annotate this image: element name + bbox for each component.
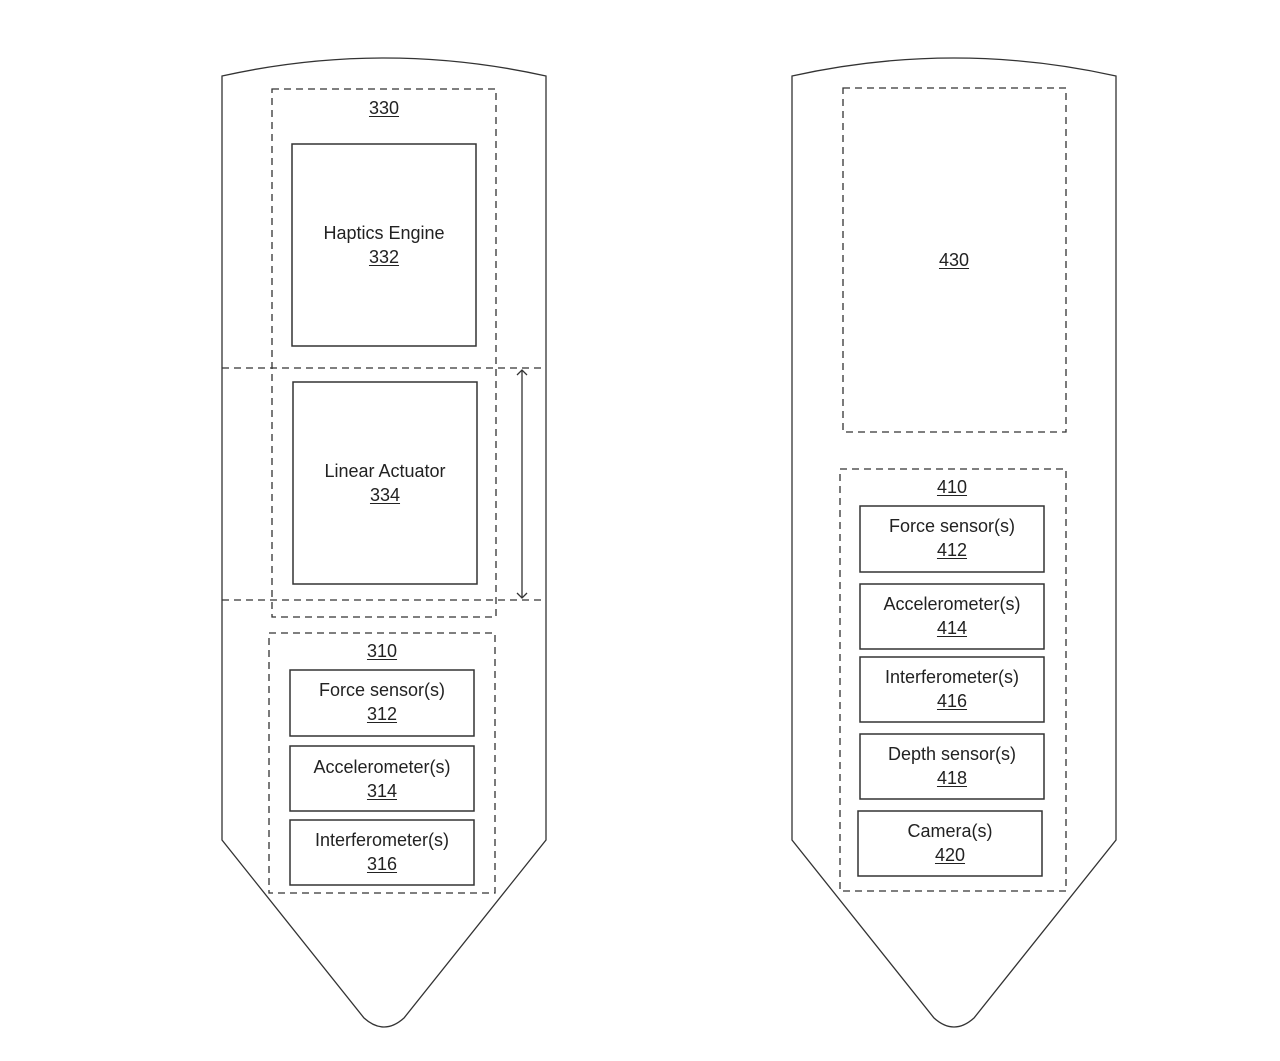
module-330-label: 330 [369,96,399,120]
haptics-engine-label: Haptics Engine 332 [323,221,444,269]
device-b-outline [791,57,1117,1028]
interferometer-316-ref: 316 [366,854,398,874]
accelerometer-414-ref: 414 [936,618,968,638]
interferometer-416-label: Interferometer(s) 416 [885,665,1019,713]
module-430-ref: 430 [938,250,970,270]
haptics-engine-box [291,143,477,347]
interferometer-416-ref: 416 [936,691,968,711]
accelerometer-314-name: Accelerometer(s) [313,757,451,777]
linear-actuator-label: Linear Actuator 334 [324,459,445,507]
sensor-group-410-ref: 410 [936,477,968,497]
interferometer-316-box [289,819,475,886]
force-sensor-412-box [859,505,1045,573]
interferometer-416-name: Interferometer(s) [884,667,1020,687]
device-a-outline [221,57,547,1028]
haptics-engine-name: Haptics Engine [323,223,445,243]
depth-sensor-418-ref: 418 [936,768,968,788]
accelerometer-414-name: Accelerometer(s) [883,594,1021,614]
camera-420-ref: 420 [934,845,966,865]
interferometer-316-label: Interferometer(s) 316 [315,828,449,876]
module-430-region [842,87,1067,433]
module-330-region [271,88,497,618]
sensor-group-410-region [839,468,1067,892]
depth-sensor-418-box [859,733,1045,800]
depth-sensor-418-label: Depth sensor(s) 418 [888,742,1016,790]
interferometer-316-name: Interferometer(s) [314,830,450,850]
accelerometer-414-label: Accelerometer(s) 414 [883,592,1020,640]
sensor-group-310-ref: 310 [366,641,398,661]
force-sensor-412-label: Force sensor(s) 412 [889,514,1015,562]
camera-420-box [857,810,1043,877]
linear-actuator-ref: 334 [369,485,401,505]
sensor-group-310-label: 310 [367,639,397,663]
camera-420-name: Camera(s) [907,821,993,841]
force-sensor-412-name: Force sensor(s) [888,516,1016,536]
haptics-engine-ref: 332 [368,247,400,267]
accelerometer-314-ref: 314 [366,781,398,801]
accelerometer-414-box [859,583,1045,650]
linear-actuator-box [292,381,478,585]
force-sensor-312-box [289,669,475,737]
interferometer-416-box [859,656,1045,723]
force-sensor-312-ref: 312 [366,704,398,724]
accelerometer-314-label: Accelerometer(s) 314 [313,755,450,803]
accelerometer-314-box [289,745,475,812]
sensor-group-410-label: 410 [937,475,967,499]
linear-actuator-name: Linear Actuator [324,461,446,481]
force-sensor-312-name: Force sensor(s) [318,680,446,700]
depth-sensor-418-name: Depth sensor(s) [887,744,1017,764]
module-430-label: 430 [939,248,969,272]
module-330-ref: 330 [368,98,400,118]
force-sensor-412-ref: 412 [936,540,968,560]
sensor-group-310-region [268,632,496,894]
force-sensor-312-label: Force sensor(s) 312 [319,678,445,726]
camera-420-label: Camera(s) 420 [907,819,992,867]
